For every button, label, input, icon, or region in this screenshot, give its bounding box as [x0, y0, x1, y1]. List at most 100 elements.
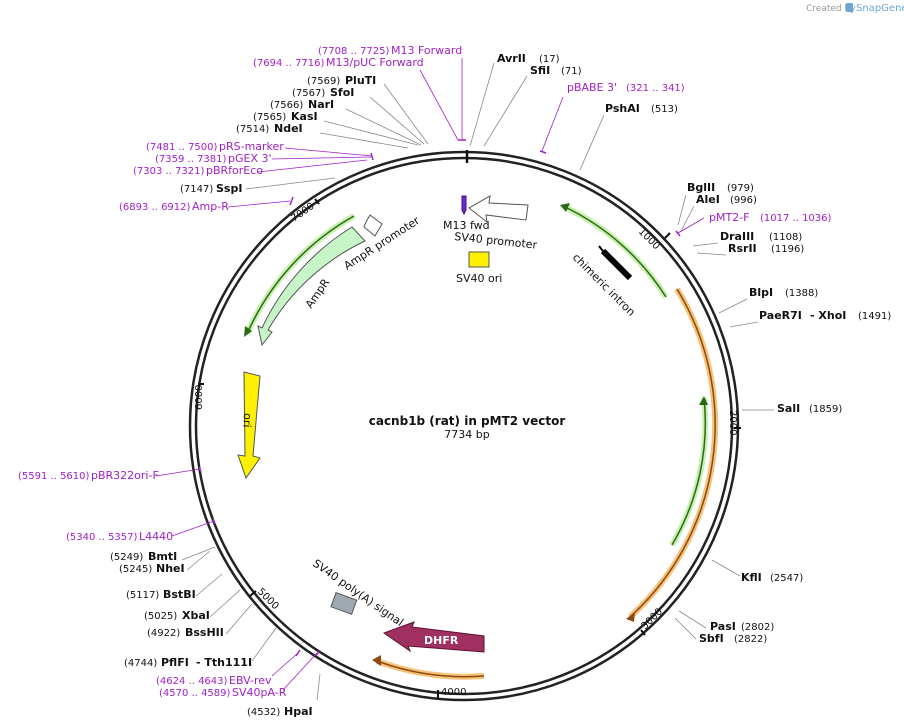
svg-text:(7147): (7147) — [180, 184, 213, 195]
svg-text:M13 Forward: M13 Forward — [391, 44, 462, 57]
svg-text:6000: 6000 — [194, 385, 205, 410]
svg-text:NheI: NheI — [156, 562, 185, 575]
enzyme-pluti[interactable]: (7569) PluTI — [307, 74, 376, 87]
m13-fwd-label: M13 fwd — [443, 219, 490, 232]
enzyme-sfoi[interactable]: (7567) SfoI — [292, 86, 354, 99]
enzyme-avrii[interactable]: AvrII (17) — [497, 52, 560, 65]
svg-text:(2822): (2822) — [734, 634, 767, 645]
enzyme-nhei[interactable]: (5245) NheI — [119, 562, 185, 575]
svg-text:BglII: BglII — [687, 181, 715, 194]
enzyme-pflfi-tth111i[interactable]: (4744) PflFI - Tth111I — [124, 656, 252, 669]
svg-text:(17): (17) — [539, 54, 560, 65]
svg-text:PaeR7I: PaeR7I — [759, 309, 802, 322]
primer-pbr322ori-f[interactable]: (5591 .. 5610) pBR322ori-F — [18, 469, 159, 482]
svg-text:SV40pA-R: SV40pA-R — [232, 686, 287, 699]
svg-text:(5117): (5117) — [126, 590, 159, 601]
tick-6000: 6000 — [194, 383, 205, 410]
snapgene-logo-icon — [846, 3, 853, 12]
enzyme-blpi[interactable]: BlpI (1388) — [749, 286, 818, 299]
primer-pbabe-3[interactable]: pBABE 3' (321 .. 341) — [567, 81, 685, 94]
sv40-polya-feature — [330, 592, 358, 615]
ori-feature — [237, 371, 261, 480]
svg-text:(7708 .. 7725): (7708 .. 7725) — [318, 46, 390, 57]
enzyme-paer7i-xhoi[interactable]: PaeR7I - XhoI (1491) — [759, 309, 891, 322]
primer-marks — [198, 139, 681, 657]
svg-text:(4922): (4922) — [147, 628, 180, 639]
enzyme-bglii[interactable]: BglII (979) — [687, 181, 754, 194]
enzyme-bsshii[interactable]: (4922) BssHII — [147, 626, 224, 639]
svg-text:AleI: AleI — [696, 193, 720, 206]
enzyme-xbai[interactable]: (5025) XbaI — [144, 609, 210, 622]
enzyme-pshai[interactable]: PshAI (513) — [605, 102, 678, 115]
svg-text:(4570 .. 4589): (4570 .. 4589) — [159, 688, 231, 699]
enzyme-sali[interactable]: SalI (1859) — [777, 402, 842, 415]
svg-text:BssHII: BssHII — [185, 626, 224, 639]
enzyme-hpai[interactable]: (4532) HpaI — [247, 705, 313, 718]
watermark-prefix: Created by — [806, 4, 856, 14]
svg-text:SalI: SalI — [777, 402, 800, 415]
tick-4000: 4000 — [437, 687, 466, 699]
enzyme-ndei[interactable]: (7514) NdeI — [236, 122, 303, 135]
svg-text:DraIII: DraIII — [720, 230, 754, 243]
enzyme-alei[interactable]: AleI (996) — [696, 193, 757, 206]
svg-text:(7694 .. 7716): (7694 .. 7716) — [253, 58, 325, 69]
leader-lines — [181, 62, 774, 701]
primer-sv40pa-r[interactable]: (4570 .. 4589) SV40pA-R — [159, 686, 287, 699]
ampr-label: AmpR — [303, 276, 333, 311]
primer-ebv-rev[interactable]: (4624 .. 4643) EBV-rev — [156, 674, 272, 687]
svg-text:(4624 .. 4643): (4624 .. 4643) — [156, 676, 228, 687]
enzyme-sfii[interactable]: SfiI (71) — [530, 64, 582, 77]
primer-m13-puc-forward[interactable]: (7694 .. 7716) M13/pUC Forward — [253, 56, 424, 69]
svg-text:L4440: L4440 — [139, 530, 173, 543]
ori-label: ori — [240, 413, 254, 428]
backbone-outer-ring — [188, 150, 740, 702]
sv40-ori-label: SV40 ori — [456, 272, 502, 285]
enzyme-kasi[interactable]: (7565) KasI — [253, 110, 318, 123]
svg-text:(1196): (1196) — [771, 244, 804, 255]
svg-text:(7481 .. 7500): (7481 .. 7500) — [146, 142, 218, 153]
svg-text:pGEX 3': pGEX 3' — [228, 152, 272, 165]
enzyme-bmti[interactable]: (5249) BmtI — [110, 550, 177, 563]
svg-text:(2547): (2547) — [770, 573, 803, 584]
svg-text:3000: 3000 — [639, 606, 665, 632]
enzyme-bstbi[interactable]: (5117) BstBI — [126, 588, 196, 601]
enzyme-draiii[interactable]: DraIII (1108) — [720, 230, 802, 243]
svg-text:pRS-marker: pRS-marker — [219, 140, 284, 153]
svg-text:KflI: KflI — [741, 571, 762, 584]
sv40-promoter-feature — [468, 195, 529, 224]
svg-text:(1859): (1859) — [809, 404, 842, 415]
sv40-polya-label: SV40 poly(A) signal — [310, 557, 405, 629]
enzyme-rsrii[interactable]: RsrII (1196) — [728, 242, 804, 255]
primer-prs-marker[interactable]: (7481 .. 7500) pRS-marker — [146, 140, 284, 153]
svg-text:pBR322ori-F: pBR322ori-F — [91, 469, 159, 482]
svg-text:(1017 .. 1036): (1017 .. 1036) — [760, 213, 832, 224]
svg-text:BstBI: BstBI — [163, 588, 196, 601]
enzyme-sbfi[interactable]: SbfI (2822) — [699, 632, 767, 645]
svg-text:PluTI: PluTI — [345, 74, 376, 87]
enzyme-kfli[interactable]: KflI (2547) — [741, 571, 803, 584]
svg-text:1000: 1000 — [636, 226, 662, 252]
dhfr-label: DHFR — [424, 634, 459, 647]
primer-amp-r[interactable]: (6893 .. 6912) Amp-R — [119, 200, 229, 213]
svg-text:(6893 .. 6912): (6893 .. 6912) — [119, 202, 191, 213]
primer-pmt2-f[interactable]: pMT2-F (1017 .. 1036) — [709, 211, 832, 224]
sv40-promoter-label: SV40 promoter — [454, 230, 538, 252]
svg-text:PflFI: PflFI — [161, 656, 189, 669]
svg-text:AvrII: AvrII — [497, 52, 526, 65]
svg-text:(7565): (7565) — [253, 112, 286, 123]
primer-pbrforeco[interactable]: (7303 .. 7321) pBRforEco — [133, 164, 263, 177]
svg-text:(7567): (7567) — [292, 88, 325, 99]
primer-pgex-3[interactable]: (7359 .. 7381) pGEX 3' — [155, 152, 272, 165]
enzyme-pasi[interactable]: PasI (2802) — [710, 620, 774, 633]
enzyme-nari[interactable]: (7566) NarI — [270, 98, 334, 111]
svg-text:pBRforEco: pBRforEco — [206, 164, 263, 177]
svg-text:NdeI: NdeI — [274, 122, 303, 135]
chimeric-intron-feature — [600, 248, 633, 281]
svg-text:(4532): (4532) — [247, 707, 280, 718]
primer-l4440[interactable]: (5340 .. 5357) L4440 — [66, 530, 173, 543]
enzyme-sspi[interactable]: (7147) SspI — [180, 182, 242, 195]
svg-text:SbfI: SbfI — [699, 632, 724, 645]
svg-text:- XhoI: - XhoI — [810, 309, 846, 322]
primer-m13-forward[interactable]: (7708 .. 7725) M13 Forward — [318, 44, 462, 57]
